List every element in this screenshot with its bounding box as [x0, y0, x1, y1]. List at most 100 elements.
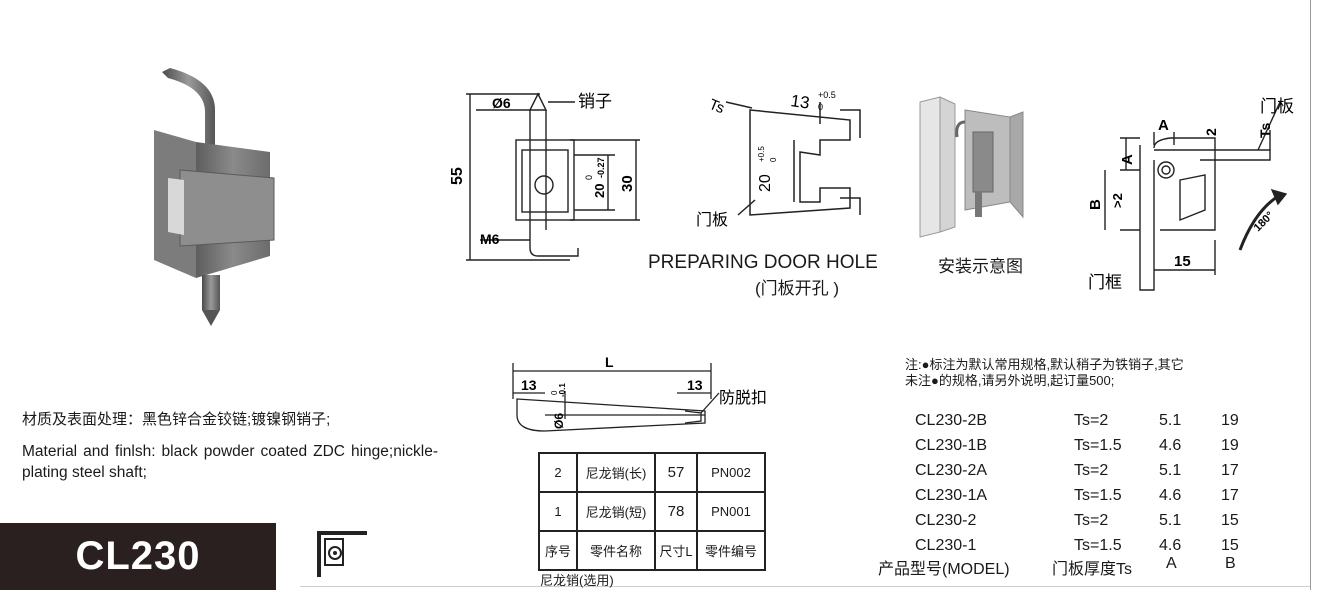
nylon-pin-drawing: L 13 13 Ø6 0 -0.1 防脱扣 [512, 355, 767, 432]
table-row: 序号 零件名称 尺寸L 零件编号 [538, 530, 766, 571]
table-cell: 78 [654, 491, 698, 532]
hinge-product-illustration [154, 68, 275, 326]
height-55-label: 55 [449, 167, 466, 185]
dim-a-vertical-label: A [1119, 154, 1136, 165]
spec-model: CL230-2A [915, 462, 988, 479]
table-cell: 尼龙销(长) [576, 452, 656, 493]
installation-schematic: A A B >2 2 Ts 门板 15 180° 门框 [1087, 97, 1294, 292]
height-30-label: 30 [619, 175, 636, 192]
spec-a: 4.6 [1159, 537, 1182, 554]
mounting-type-icon [317, 531, 367, 577]
thickness-ts-label: Ts [1257, 122, 1273, 138]
dim-15-label: 15 [1174, 253, 1191, 270]
spec-a: 4.6 [1159, 437, 1182, 454]
pin-drawing: Ø6 销子 55 30 20 0 -0.27 M6 [449, 92, 640, 261]
spec-ts: Ts=2 [1074, 512, 1109, 529]
spec-row: CL230-2 Ts=2 5.1 15 [0, 512, 1317, 536]
pin-diameter-label: Ø6 [552, 413, 566, 429]
install-diagram-caption: 安装示意图 [938, 257, 1023, 276]
dim-13-tolerance-2: 0 [818, 102, 823, 112]
end-13-right-label: 13 [687, 377, 703, 393]
page-edge-line [1310, 0, 1311, 590]
model-title: CL230 [75, 534, 201, 578]
dim-a-label: A [1158, 117, 1169, 134]
spec-ts: Ts=1.5 [1074, 487, 1122, 504]
length-l-label: L [605, 355, 614, 370]
material-en: Material and finlsh: black powder coated… [22, 443, 438, 481]
installation-illustration [919, 96, 1024, 238]
spec-ts: Ts=1.5 [1074, 537, 1122, 554]
spec-header-b: B [1225, 555, 1236, 572]
model-title-box: CL230 [0, 523, 276, 590]
pin-diameter-tol-upper: 0 [550, 390, 559, 395]
material-cn: 材质及表面处理：黑色锌合金铰链;镀镍钢销子; [22, 411, 331, 428]
dim-20-label: 20 [757, 174, 774, 192]
door-panel-label: 门板 [1260, 97, 1294, 116]
door-hole-caption: (门板开孔 ) [755, 279, 840, 298]
dim-b-label: B [1087, 199, 1104, 210]
pin-label: 销子 [578, 92, 612, 111]
spec-row: CL230-2B Ts=2 5.1 19 [0, 412, 1317, 436]
spec-b: 17 [1221, 487, 1239, 504]
spec-header-a: A [1166, 555, 1177, 572]
spec-a: 5.1 [1159, 412, 1182, 429]
spec-model: CL230-1B [915, 437, 988, 454]
table-cell: 零件编号 [696, 530, 766, 571]
spec-ts: Ts=2 [1074, 462, 1109, 479]
table-cell: 2 [538, 452, 578, 493]
table-cell: 序号 [538, 530, 578, 571]
dim-13-label: 13 [789, 91, 810, 112]
thread-m6-label: M6 [480, 231, 500, 247]
spec-note-line: 未注●的规格,请另外说明,起订量500; [905, 373, 1115, 388]
tolerance-lower-label: -0.27 [596, 157, 606, 178]
door-hole-drawing: Ts 13 +0.5 0 20 +0.5 0 门板 [696, 90, 861, 229]
page-bottom-line [300, 586, 1310, 587]
spec-row: CL230-1 Ts=1.5 4.6 15 [0, 537, 1317, 561]
optional-note: 尼龙销(选用) [540, 573, 614, 588]
spec-note: 注:●标注为默认常用规格,默认稍子为铁销子,其它 未注●的规格,请另外说明,起订… [905, 357, 1305, 389]
tolerance-upper-label: 0 [584, 175, 594, 180]
spec-note-line: 注:●标注为默认常用规格,默认稍子为铁销子,其它 [905, 357, 1184, 372]
end-13-left-label: 13 [521, 377, 537, 393]
dim-2-label: 2 [1203, 128, 1219, 136]
spec-row: CL230-1A Ts=1.5 4.6 17 [0, 487, 1317, 511]
table-cell: 尺寸L [654, 530, 698, 571]
table-cell: 1 [538, 491, 578, 532]
dim-gt2-label: >2 [1110, 193, 1125, 208]
spec-b: 17 [1221, 462, 1239, 479]
spec-b: 19 [1221, 437, 1239, 454]
spec-header-ts: 门板厚度Ts [1052, 561, 1133, 578]
spec-a: 5.1 [1159, 462, 1182, 479]
table-cell: 零件名称 [576, 530, 656, 571]
spec-a: 4.6 [1159, 487, 1182, 504]
spec-a: 5.1 [1159, 512, 1182, 529]
dim-20-tolerance-2: 0 [769, 157, 778, 162]
dim-20-tolerance: +0.5 [757, 146, 766, 162]
table-row: 1 尼龙销(短) 78 PN001 [538, 491, 766, 532]
spec-ts: Ts=1.5 [1074, 437, 1122, 454]
spec-b: 19 [1221, 412, 1239, 429]
spec-row: CL230-2A Ts=2 5.1 17 [0, 462, 1317, 486]
spec-header-model: 产品型号(MODEL) [878, 561, 1010, 578]
pin-diameter-label: Ø6 [492, 95, 511, 111]
parts-table: 2 尼龙销(长) 57 PN002 1 尼龙销(短) 78 PN001 序号 零… [538, 452, 766, 571]
spec-row: CL230-1B Ts=1.5 4.6 19 [0, 437, 1317, 461]
rotation-angle-label: 180° [1252, 210, 1277, 235]
spec-model: CL230-1 [915, 537, 977, 554]
table-cell: PN002 [696, 452, 766, 493]
spec-b: 15 [1221, 537, 1239, 554]
height-20-label: 20 [592, 184, 607, 198]
table-row: 2 尼龙销(长) 57 PN002 [538, 452, 766, 493]
spec-model: CL230-1A [915, 487, 988, 504]
pin-diameter-tol-lower: -0.1 [558, 383, 567, 397]
preparing-door-hole-caption: PREPARING DOOR HOLE [648, 252, 878, 273]
door-frame-label: 门框 [1088, 273, 1122, 292]
spec-model: CL230-2 [915, 512, 977, 529]
spec-model: CL230-2B [915, 412, 988, 429]
spec-b: 15 [1221, 512, 1239, 529]
anti-drop-label: 防脱扣 [719, 389, 767, 407]
spec-ts: Ts=2 [1074, 412, 1109, 429]
thickness-ts-label: Ts [707, 96, 727, 117]
table-cell: PN001 [696, 491, 766, 532]
table-cell: 尼龙销(短) [576, 491, 656, 532]
